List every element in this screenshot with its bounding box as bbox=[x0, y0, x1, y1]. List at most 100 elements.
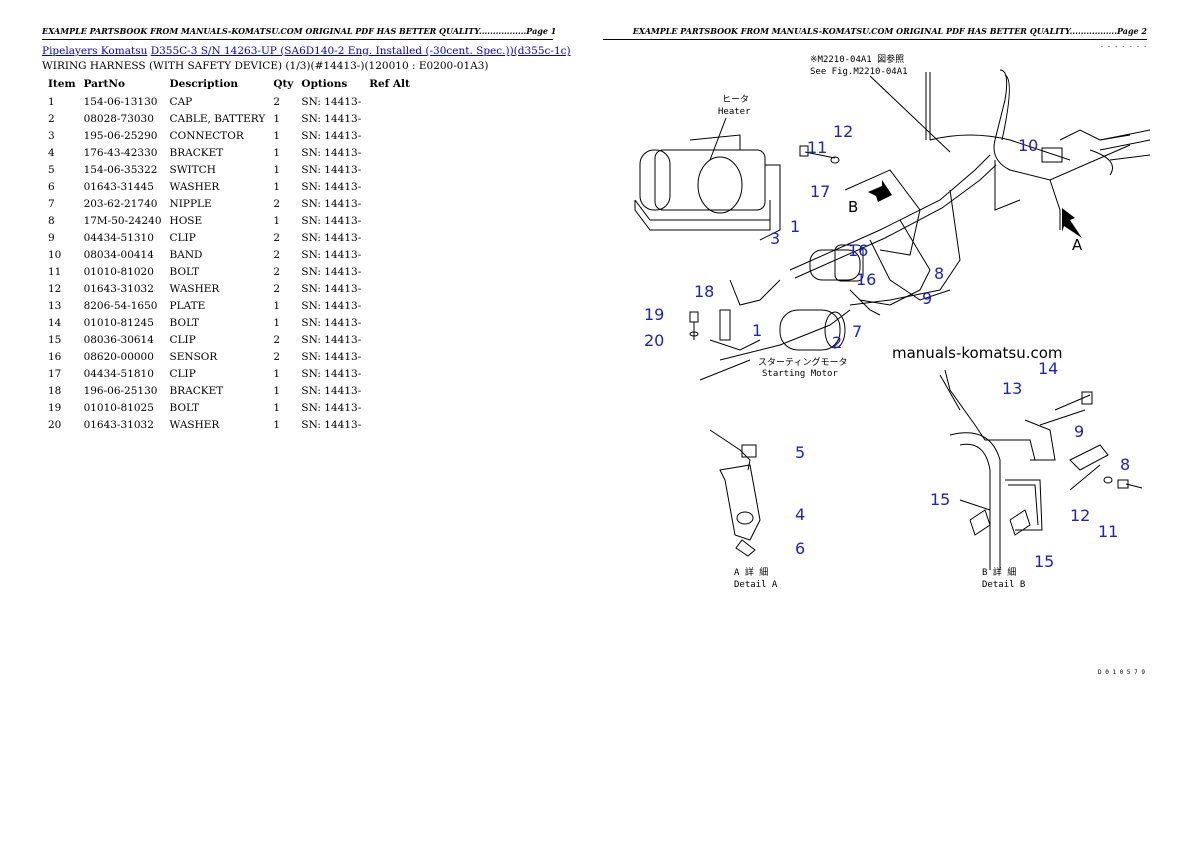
cell-options: SN: 14413- bbox=[301, 180, 362, 193]
cell-ref-alt bbox=[365, 314, 414, 331]
callout-6: 6 bbox=[795, 539, 805, 558]
cell-options: SN: 14413- bbox=[301, 214, 362, 227]
cell-description: BRACKET bbox=[169, 384, 224, 397]
label-b: B bbox=[848, 198, 858, 216]
callout-15: 15 bbox=[1034, 552, 1054, 571]
detail-a-drawing bbox=[709, 429, 761, 557]
cell-ref-alt bbox=[365, 297, 414, 314]
callout-18: 18 bbox=[694, 282, 714, 301]
cell-item: 12 bbox=[48, 282, 62, 295]
cell-options: SN: 14413- bbox=[301, 248, 362, 261]
cell-item: 8 bbox=[48, 214, 55, 227]
starting-motor-en-label: Starting Motor bbox=[762, 369, 838, 379]
cell-partno: 01010-81025 bbox=[83, 401, 154, 414]
cell-ref-alt bbox=[365, 110, 414, 127]
cell-qty: 1 bbox=[273, 214, 280, 227]
cell-description: HOSE bbox=[169, 214, 203, 227]
callout-19: 19 bbox=[644, 305, 664, 324]
cell-description: PLATE bbox=[169, 299, 206, 312]
callout-17: 17 bbox=[810, 182, 830, 201]
cell-ref-alt bbox=[365, 246, 414, 263]
see-fig-jp-label: ※M2210-04A1 図参照 bbox=[810, 53, 904, 65]
cell-options: SN: 14413- bbox=[301, 333, 362, 346]
cell-qty: 1 bbox=[273, 418, 280, 431]
cell-item: 5 bbox=[48, 163, 55, 176]
cell-ref-alt bbox=[365, 280, 414, 297]
cell-qty: 1 bbox=[273, 112, 280, 125]
cell-partno: 195-06-25290 bbox=[83, 129, 158, 142]
parts-table: Item PartNo Description Qty Options Ref … bbox=[44, 77, 414, 433]
cell-item: 1 bbox=[48, 95, 55, 108]
cell-qty: 2 bbox=[273, 333, 280, 346]
arrow-a-icon bbox=[1062, 208, 1082, 238]
heater-en-label: Heater bbox=[718, 107, 751, 117]
callout-1: 1 bbox=[790, 217, 800, 236]
callout-10: 10 bbox=[1018, 136, 1038, 155]
cell-item: 3 bbox=[48, 129, 55, 142]
cell-description: CLIP bbox=[169, 367, 196, 380]
cell-options: SN: 14413- bbox=[301, 197, 362, 210]
cell-item: 2 bbox=[48, 112, 55, 125]
cell-ref-alt bbox=[365, 382, 414, 399]
cell-options: SN: 14413- bbox=[301, 282, 362, 295]
cell-ref-alt bbox=[365, 399, 414, 416]
section-title: WIRING HARNESS (WITH SAFETY DEVICE) (1/3… bbox=[42, 60, 489, 72]
cell-description: WASHER bbox=[169, 282, 220, 295]
callout-14: 14 bbox=[1038, 359, 1058, 378]
cell-partno: 01643-31445 bbox=[83, 180, 154, 193]
callout-15: 15 bbox=[930, 490, 950, 509]
cell-qty: 2 bbox=[273, 282, 280, 295]
callout-11: 11 bbox=[807, 138, 827, 157]
cell-ref-alt bbox=[365, 195, 414, 212]
cell-item: 4 bbox=[48, 146, 55, 159]
cell-options: SN: 14413- bbox=[301, 299, 362, 312]
cell-partno: 01643-31032 bbox=[83, 282, 154, 295]
model-link[interactable]: D355C-3 S/N 14263-UP (SA6D140-2 Eng. Ins… bbox=[150, 45, 571, 57]
cell-ref-alt bbox=[365, 229, 414, 246]
cell-options: SN: 14413- bbox=[301, 231, 362, 244]
callout-12: 12 bbox=[833, 122, 853, 141]
leader-line bbox=[709, 117, 727, 161]
cell-qty: 2 bbox=[273, 231, 280, 244]
cell-partno: 08028-73030 bbox=[83, 112, 154, 125]
category-link[interactable]: Pipelayers Komatsu bbox=[42, 45, 148, 57]
cell-description: CONNECTOR bbox=[169, 129, 244, 142]
table-header-row: Item PartNo Description Qty Options Ref … bbox=[44, 77, 414, 93]
detail-a-en-label: Detail A bbox=[734, 580, 778, 590]
callout-8: 8 bbox=[1120, 455, 1130, 474]
page-header: EXAMPLE PARTSBOOK FROM MANUALS-KOMATSU.C… bbox=[42, 26, 556, 40]
cell-options: SN: 14413- bbox=[301, 265, 362, 278]
arrow-b-icon bbox=[868, 180, 892, 202]
callout-13: 13 bbox=[1002, 379, 1022, 398]
cell-qty: 1 bbox=[273, 180, 280, 193]
cell-item: 14 bbox=[48, 316, 62, 329]
cell-qty: 1 bbox=[273, 401, 280, 414]
cell-options: SN: 14413- bbox=[301, 95, 362, 108]
cell-partno: 154-06-35322 bbox=[83, 163, 158, 176]
cell-description: CLIP bbox=[169, 231, 196, 244]
cell-partno: 01010-81245 bbox=[83, 316, 154, 329]
col-ref-alt: Ref Alt bbox=[369, 78, 410, 90]
cell-qty: 1 bbox=[273, 384, 280, 397]
col-options: Options bbox=[301, 78, 348, 90]
cell-partno: 8206-54-1650 bbox=[83, 299, 158, 312]
cell-qty: 2 bbox=[273, 248, 280, 261]
diagram-top-code: - - - - - - - bbox=[1100, 43, 1147, 50]
cell-options: SN: 14413- bbox=[301, 146, 362, 159]
breadcrumb: Pipelayers Komatsu D355C-3 S/N 14263-UP … bbox=[42, 45, 571, 57]
callout-8: 8 bbox=[934, 264, 944, 283]
cell-ref-alt bbox=[365, 365, 414, 382]
cell-description: CABLE, BATTERY bbox=[169, 112, 266, 125]
col-qty: Qty bbox=[273, 78, 294, 90]
cell-options: SN: 14413- bbox=[301, 384, 362, 397]
cell-qty: 1 bbox=[273, 367, 280, 380]
